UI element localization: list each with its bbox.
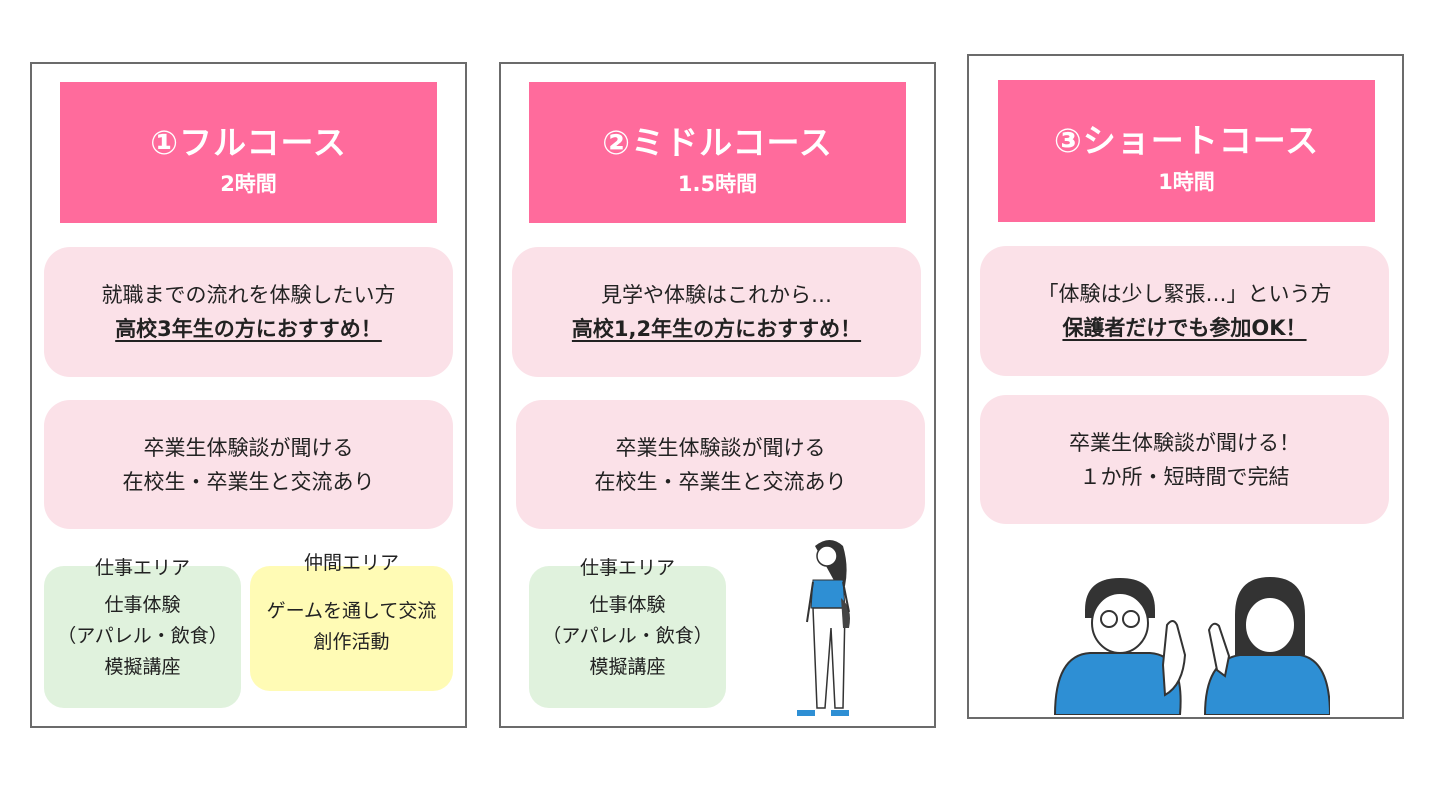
course-duration: 1時間: [1158, 170, 1215, 194]
course-header-middle: ②ミドルコース 1.5時間: [529, 82, 906, 223]
feature-2: 在校生・卒業生と交流あり: [122, 469, 375, 494]
feature-2: 在校生・卒業生と交流あり: [594, 469, 847, 494]
course-title: ②ミドルコース: [602, 123, 833, 162]
area-line: 仕事体験: [104, 594, 181, 616]
course-duration: 2時間: [220, 172, 277, 196]
area-line: （アパレル・飲食）: [542, 625, 713, 647]
feature-box: 卒業生体験談が聞ける 在校生・卒業生と交流あり: [44, 400, 453, 529]
area-line: ゲームを通して交流: [266, 600, 437, 622]
feature-1: 卒業生体験談が聞ける！: [1069, 430, 1300, 455]
work-area-box: 仕事体験 （アパレル・飲食） 模擬講座: [44, 566, 241, 708]
target-box: 見学や体験はこれから… 高校1,2年生の方におすすめ！: [512, 247, 921, 377]
course-header-full: ①フルコース 2時間: [60, 82, 437, 223]
course-header-short: ③ショートコース 1時間: [998, 80, 1375, 222]
work-area-label: 仕事エリア: [94, 557, 190, 579]
target-box: 就職までの流れを体験したい方 高校3年生の方におすすめ！: [44, 247, 453, 377]
area-line: 模擬講座: [104, 656, 181, 678]
feature-1: 卒業生体験談が聞ける: [615, 435, 826, 460]
target-intro: 「体験は少し緊張…」という方: [1037, 282, 1332, 306]
friends-area-label: 仲間エリア: [303, 552, 399, 574]
area-line: 模擬講座: [589, 656, 666, 678]
friends-area-box: ゲームを通して交流 創作活動: [250, 566, 453, 691]
target-intro: 見学や体験はこれから…: [601, 283, 832, 307]
target-intro: 就職までの流れを体験したい方: [101, 283, 396, 307]
course-title: ③ショートコース: [1053, 121, 1320, 160]
area-line: 創作活動: [313, 631, 390, 653]
students-waving-illustration: [1053, 577, 1330, 715]
course-duration: 1.5時間: [677, 172, 758, 196]
feature-1: 卒業生体験談が聞ける: [143, 435, 354, 460]
area-line: （アパレル・飲食）: [57, 625, 228, 647]
area-line: 仕事体験: [589, 594, 666, 616]
student-illustration: [797, 540, 850, 716]
work-area-label: 仕事エリア: [579, 557, 675, 579]
feature-box: 卒業生体験談が聞ける 在校生・卒業生と交流あり: [516, 400, 925, 529]
target-box: 「体験は少し緊張…」という方 保護者だけでも参加OK！: [980, 246, 1389, 376]
feature-box: 卒業生体験談が聞ける！ １か所・短時間で完結: [980, 395, 1389, 524]
course-title: ①フルコース: [150, 123, 347, 162]
target-recommend: 高校3年生の方におすすめ！: [115, 317, 382, 341]
target-recommend: 高校1,2年生の方におすすめ！: [571, 317, 862, 341]
work-area-box: 仕事体験 （アパレル・飲食） 模擬講座: [529, 566, 726, 708]
target-recommend: 保護者だけでも参加OK！: [1062, 316, 1307, 340]
feature-2: １か所・短時間で完結: [1079, 464, 1290, 489]
